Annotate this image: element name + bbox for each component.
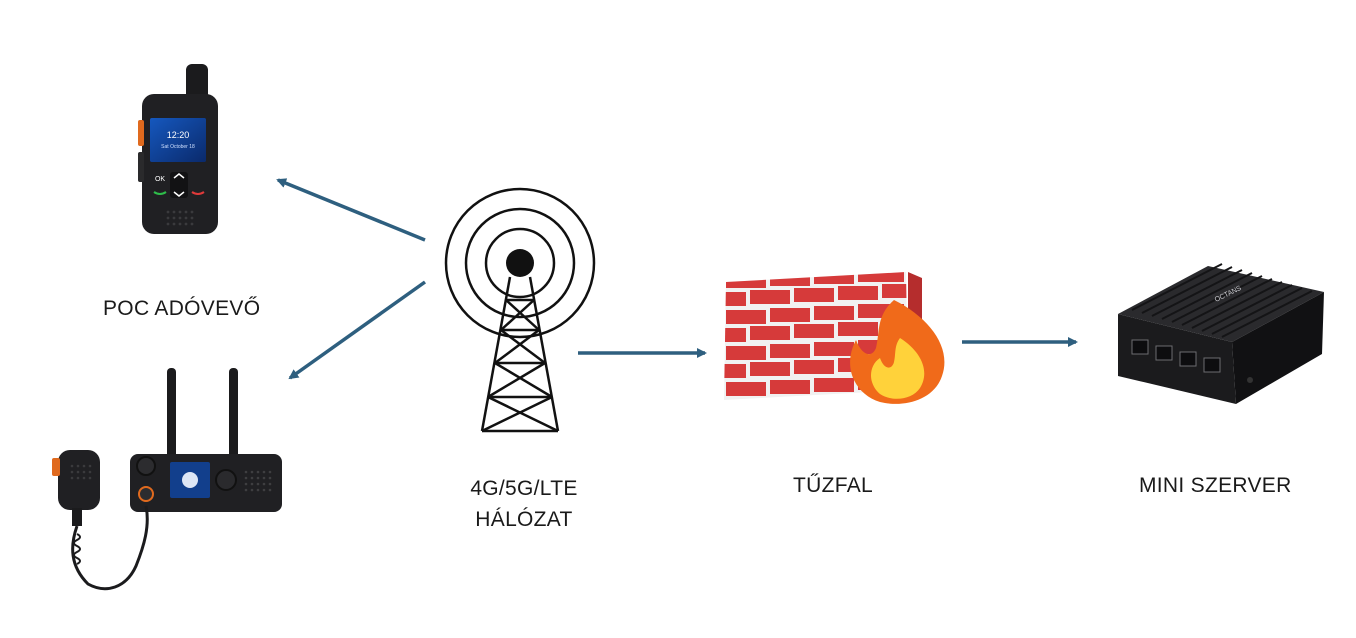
server-label: MINI SZERVER	[1139, 474, 1292, 497]
poc-handheld-radio-icon: 12:20 Sat October 18 OK	[138, 64, 218, 234]
arrow-tower-to-handheld	[276, 178, 426, 242]
mini-server-icon: OCTANS	[1118, 263, 1324, 404]
firewall-icon	[724, 272, 945, 404]
handheld-time: 12:20	[167, 130, 190, 140]
handheld-ok-label: OK	[155, 176, 165, 183]
cell-tower-icon	[444, 187, 596, 433]
handheld-date: Sat October 18	[161, 144, 195, 150]
poc-mobile-radio-icon	[52, 368, 282, 591]
network-label-line2: HÁLÓZAT	[475, 508, 573, 531]
firewall-label: TŰZFAL	[793, 474, 873, 497]
poc-label: POC ADÓVEVŐ	[103, 297, 261, 320]
network-label-line1: 4G/5G/LTE	[470, 477, 578, 500]
arrow-tower-to-mobile	[288, 280, 427, 380]
